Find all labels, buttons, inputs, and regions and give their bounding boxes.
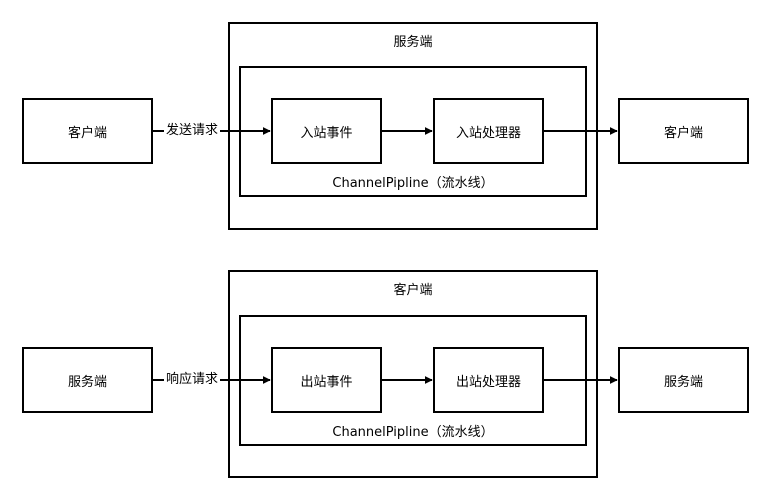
edge-label-response-request: 响应请求 (164, 372, 221, 388)
server-node-right-bottom-label: 服务端 (663, 374, 703, 390)
edge-label-send-request: 发送请求 (164, 123, 221, 139)
client-node-right-top-label: 客户端 (663, 125, 703, 141)
client-node-right-top: 客户端 (618, 98, 749, 164)
outbound-event-label: 出站事件 (300, 374, 353, 390)
inbound-handler-node: 入站处理器 (433, 98, 544, 164)
outbound-handler-node: 出站处理器 (433, 347, 544, 413)
server-node-left-bottom: 服务端 (22, 347, 153, 413)
client-node-left-top-label: 客户端 (67, 125, 107, 141)
outbound-event-node: 出站事件 (271, 347, 382, 413)
server-node-left-bottom-label: 服务端 (67, 374, 107, 390)
pipeline-label-bottom: ChannelPipline（流水线） (332, 425, 494, 440)
server-node-right-bottom: 服务端 (618, 347, 749, 413)
server-title-bottom: 客户端 (393, 283, 433, 298)
client-node-left-top: 客户端 (22, 98, 153, 164)
outbound-handler-label: 出站处理器 (455, 374, 521, 390)
inbound-event-node: 入站事件 (271, 98, 382, 164)
pipeline-label-top: ChannelPipline（流水线） (332, 176, 494, 191)
server-title-top: 服务端 (393, 35, 433, 50)
inbound-event-label: 入站事件 (300, 125, 353, 141)
inbound-handler-label: 入站处理器 (455, 125, 521, 141)
